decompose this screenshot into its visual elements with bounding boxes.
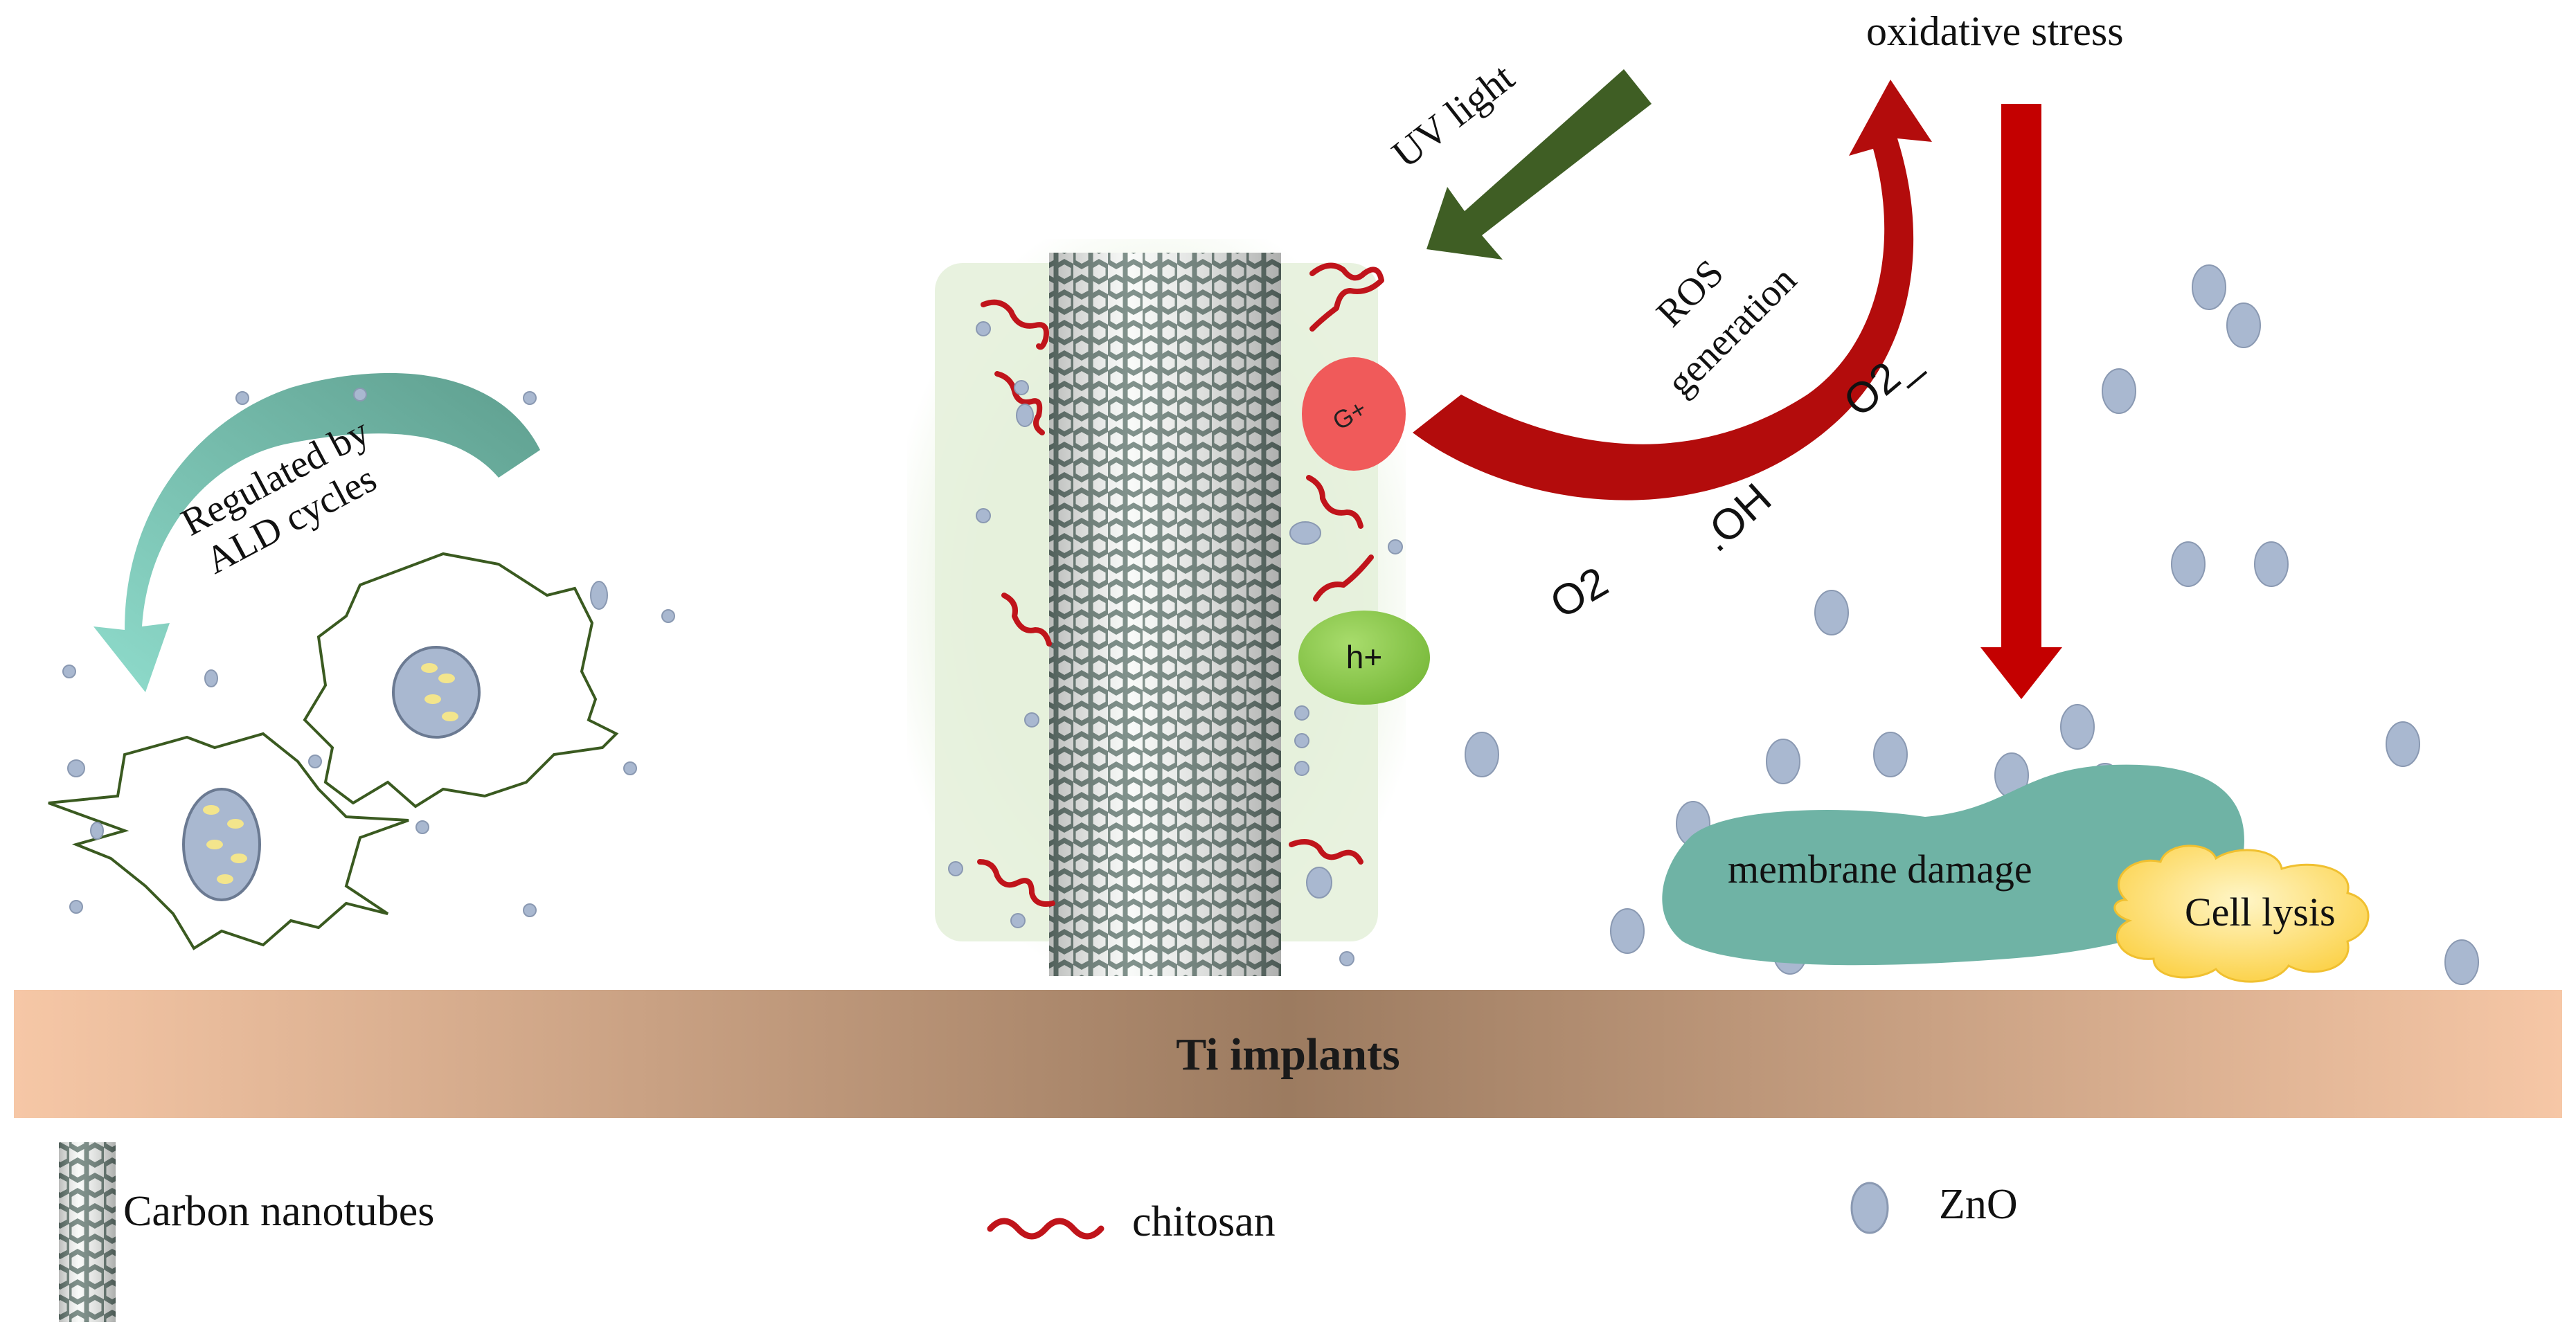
zno-particle	[353, 388, 367, 401]
zno-particle	[2171, 541, 2206, 587]
legend-cnt-label: Carbon nanotubes	[123, 1188, 434, 1235]
zno-particle	[948, 861, 963, 876]
zno-particle	[204, 669, 218, 687]
chitosan-strand	[1309, 262, 1384, 332]
zno-particle	[1294, 761, 1309, 776]
chitosan-strand	[1306, 475, 1363, 529]
legend-chitosan-swatch	[987, 1218, 1104, 1240]
cell-lower	[48, 732, 409, 950]
chitosan-strand	[977, 859, 1055, 907]
chitosan-strand	[981, 299, 1049, 350]
zno-particle	[62, 665, 76, 678]
zno-particle	[90, 822, 104, 840]
electron-particle: G+	[1302, 357, 1406, 471]
hole-label: h+	[1346, 639, 1382, 675]
zno-particle	[2444, 939, 2479, 985]
zno-particle	[1024, 712, 1039, 728]
zno-particle	[976, 508, 991, 523]
hole-particle: h+	[1298, 611, 1430, 705]
cnt-assembly	[907, 239, 1406, 976]
zno-particle	[1010, 913, 1026, 928]
zno-particle	[1339, 951, 1354, 966]
zno-particle	[976, 321, 991, 336]
zno-particle	[2192, 264, 2226, 310]
zno-particle	[1294, 705, 1309, 721]
cell-lysis-label: Cell lysis	[2185, 890, 2336, 935]
zno-particle	[308, 755, 322, 768]
ti-implants-label: Ti implants	[1176, 1029, 1399, 1080]
zno-particle	[2060, 704, 2095, 750]
zno-particle	[1465, 732, 1499, 777]
zno-particle	[235, 391, 249, 405]
legend-cnt: Carbon nanotubes	[59, 1142, 434, 1322]
zno-particle	[1016, 404, 1034, 427]
ros-arrow	[1413, 80, 1932, 500]
zno-particle	[523, 391, 537, 405]
zno-particle	[1388, 539, 1403, 554]
uv-arrow	[1426, 69, 1652, 260]
cell-lysis: Cell lysis	[2113, 845, 2370, 983]
zno-particle	[623, 761, 637, 775]
legend-zno-label: ZnO	[1939, 1181, 2018, 1228]
zno-particle	[590, 581, 608, 610]
zno-particle	[661, 609, 675, 623]
o2-minus-label: O2_	[1835, 337, 1929, 426]
legend-zno: ZnO	[1850, 1181, 2018, 1234]
membrane-damage-label: membrane damage	[1728, 847, 2032, 892]
chitosan-strand	[994, 371, 1045, 435]
legend-chitosan: chitosan	[987, 1198, 1276, 1245]
o2-label: O2	[1543, 558, 1616, 628]
legend: Carbon nanotubes chitosan ZnO	[59, 1142, 2018, 1322]
zno-particle	[2386, 721, 2420, 767]
zno-particle	[2254, 541, 2289, 587]
uv-light-label: UV light	[1384, 55, 1522, 177]
ald-arrow	[93, 372, 540, 692]
zno-particle	[415, 820, 429, 834]
zno-particle	[1610, 908, 1645, 954]
zno-particle	[67, 759, 85, 777]
oxidative-stress-label: oxidative stress	[1866, 8, 2124, 54]
zno-particle	[523, 903, 537, 917]
zno-particle	[69, 900, 83, 914]
zno-particle	[1306, 867, 1332, 899]
zno-particle	[1873, 732, 1908, 777]
stress-arrow	[1980, 104, 2062, 699]
cell-upper	[303, 552, 619, 809]
legend-chitosan-label: chitosan	[1132, 1198, 1276, 1245]
zno-particle	[1014, 380, 1029, 395]
zno-particle	[1814, 590, 1849, 635]
ti-implants-bar: Ti implants	[14, 990, 2562, 1118]
zno-particle	[1766, 739, 1800, 784]
membrane-damage: membrane damage	[1662, 764, 2244, 966]
zno-particle	[1289, 521, 1321, 545]
legend-zno-swatch	[1850, 1182, 1889, 1234]
zno-particle	[2226, 303, 2261, 348]
zno-particle	[2102, 368, 2136, 414]
chitosan-strand	[1001, 593, 1052, 647]
chitosan-strand	[1289, 839, 1363, 865]
chitosan-strand	[1313, 554, 1374, 602]
chitosan-strands	[977, 262, 1384, 907]
zno-particle	[1294, 733, 1309, 748]
